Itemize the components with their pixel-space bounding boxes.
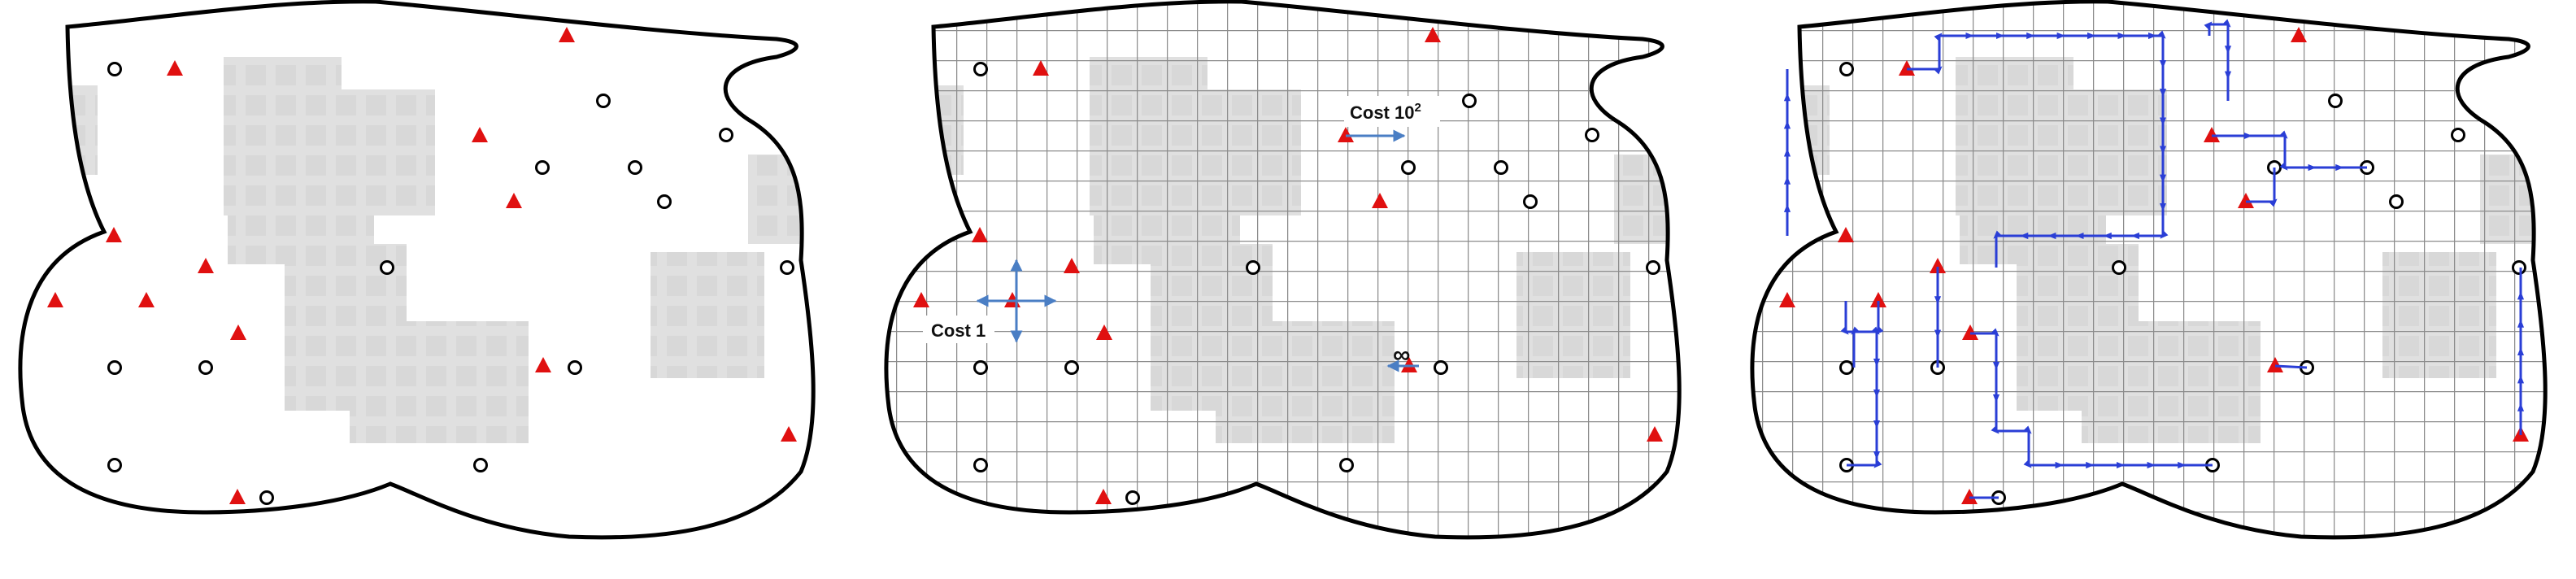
red-triangle-icon bbox=[230, 324, 246, 340]
open-circle-icon bbox=[107, 62, 122, 76]
open-circle-icon bbox=[1434, 360, 1448, 375]
label-background bbox=[1344, 96, 1440, 127]
red-triangle-icon bbox=[913, 292, 929, 307]
open-circle-icon bbox=[973, 458, 988, 472]
open-circle-icon bbox=[1523, 194, 1538, 209]
open-circle-icon bbox=[2112, 260, 2126, 275]
open-circle-icon bbox=[780, 260, 794, 275]
path-segment bbox=[2246, 168, 2278, 207]
open-circle-icon bbox=[1839, 62, 1854, 76]
open-circle-icon bbox=[107, 360, 122, 375]
red-triangle-icon bbox=[1425, 27, 1441, 42]
red-triangle-icon bbox=[2291, 27, 2307, 42]
panel-cost-grid: Cost 1 Cost 102 ∞ bbox=[866, 0, 1679, 579]
path-segment bbox=[2204, 19, 2232, 101]
open-circle-icon bbox=[2389, 194, 2404, 209]
open-circle-icon bbox=[973, 360, 988, 375]
red-triangle-icon bbox=[106, 227, 122, 242]
red-triangle-icon bbox=[559, 27, 575, 42]
red-triangle-icon bbox=[229, 489, 246, 504]
panel-scattered-points bbox=[20, 2, 813, 538]
open-circle-icon bbox=[1462, 94, 1477, 108]
path-segment bbox=[1851, 301, 1884, 368]
open-circle-icon bbox=[568, 360, 582, 375]
open-circle-icon bbox=[2451, 128, 2465, 142]
red-triangle-icon bbox=[1064, 258, 1080, 273]
markers bbox=[47, 27, 797, 505]
red-triangle-icon bbox=[1095, 489, 1112, 504]
panel-planned-paths bbox=[1732, 0, 2545, 579]
open-circle-icon bbox=[973, 62, 988, 76]
red-triangle-icon bbox=[472, 127, 488, 142]
red-triangle-icon bbox=[138, 292, 154, 307]
red-triangle-icon bbox=[47, 292, 63, 307]
open-circle-icon bbox=[1646, 260, 1660, 275]
red-triangle-icon bbox=[1096, 324, 1112, 340]
open-circle-icon bbox=[1839, 360, 1854, 375]
open-circle-icon bbox=[1064, 360, 1079, 375]
red-triangle-icon bbox=[781, 426, 797, 442]
red-triangle-icon bbox=[1779, 292, 1795, 307]
cost-high-exponent: 2 bbox=[1414, 101, 1421, 115]
open-circle-icon bbox=[380, 260, 394, 275]
open-circle-icon bbox=[628, 160, 642, 175]
open-circle-icon bbox=[259, 490, 274, 505]
cost-one-label: Cost 1 bbox=[931, 320, 986, 341]
open-circle-icon bbox=[1339, 458, 1354, 472]
red-triangle-icon bbox=[506, 193, 522, 208]
open-circle-icon bbox=[198, 360, 213, 375]
red-triangle-icon bbox=[1838, 227, 1854, 242]
path-segment bbox=[2274, 364, 2308, 369]
red-triangle-icon bbox=[1033, 60, 1049, 76]
open-circle-icon bbox=[107, 458, 122, 472]
infinite-cost-label: ∞ bbox=[1393, 342, 1410, 368]
open-circle-icon bbox=[596, 94, 611, 108]
open-circle-icon bbox=[657, 194, 672, 209]
path-segment bbox=[2212, 130, 2367, 172]
cost-annotations: Cost 1 Cost 102 ∞ bbox=[923, 96, 1440, 372]
red-triangle-icon bbox=[167, 60, 183, 76]
planned-paths bbox=[1783, 19, 2525, 499]
path-segment bbox=[1970, 328, 2213, 469]
label-background bbox=[923, 316, 994, 343]
red-triangle-icon bbox=[1647, 426, 1663, 442]
open-circle-icon bbox=[719, 128, 733, 142]
open-circle-icon bbox=[1125, 490, 1140, 505]
red-triangle-icon bbox=[1930, 258, 1946, 273]
cost-high-base: Cost 10 bbox=[1350, 102, 1414, 123]
open-circle-icon bbox=[1494, 160, 1508, 175]
markers bbox=[913, 27, 1663, 505]
open-circle-icon bbox=[1585, 128, 1599, 142]
red-triangle-icon bbox=[535, 357, 551, 372]
cost-high-label: Cost 102 bbox=[1350, 101, 1421, 123]
open-circle-icon bbox=[1401, 160, 1416, 175]
red-triangle-icon bbox=[1372, 193, 1388, 208]
open-circle-icon bbox=[2328, 94, 2343, 108]
path-segment bbox=[1907, 30, 2169, 268]
open-circle-icon bbox=[2512, 260, 2526, 275]
red-triangle-icon bbox=[2267, 357, 2283, 372]
red-triangle-icon bbox=[198, 258, 214, 273]
red-triangle-icon bbox=[1870, 292, 1886, 307]
open-circle-icon bbox=[473, 458, 488, 472]
open-circle-icon bbox=[535, 160, 550, 175]
red-triangle-icon bbox=[972, 227, 988, 242]
open-circle-icon bbox=[1246, 260, 1260, 275]
